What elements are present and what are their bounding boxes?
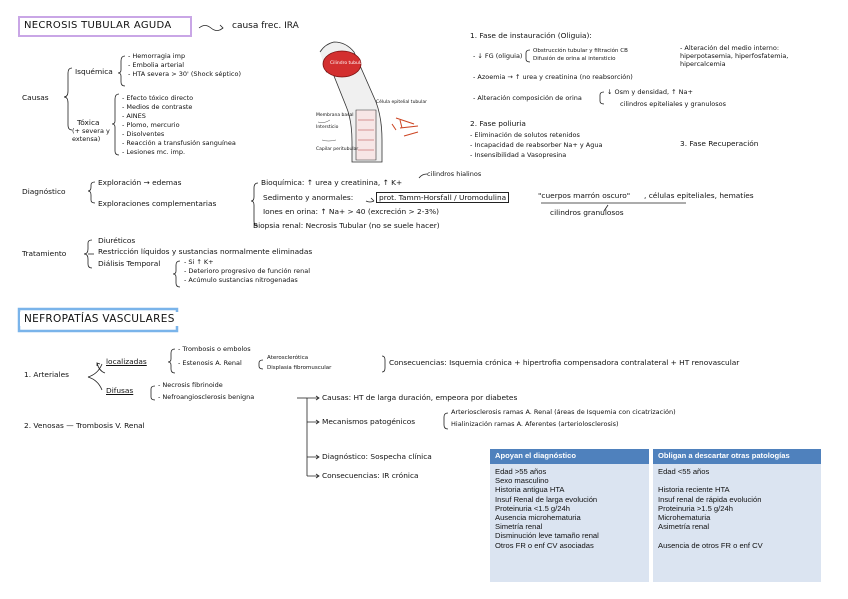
fase1-azoemia: - Azoemia → ↑ urea y creatinina (no reab… bbox=[473, 73, 633, 81]
table-cell bbox=[658, 476, 816, 485]
table-cell: Historia antigua HTA bbox=[495, 485, 565, 495]
diagnostico-label: Diagnóstico bbox=[22, 187, 66, 196]
necrosis-title: NECROSIS TUBULAR AGUDA bbox=[20, 19, 176, 32]
table-cell: Proteinuria <1.5 g/24h bbox=[495, 503, 570, 513]
fase3-title: 3. Fase Recuperación bbox=[680, 139, 759, 148]
fase1-fg: - ↓ FG (oliguia) bbox=[473, 52, 523, 60]
isquemica-item: - Hemorragia imp bbox=[128, 52, 186, 60]
difusas-label: Difusas bbox=[106, 386, 134, 395]
dialisis-item: - Si ↑ K+ bbox=[184, 258, 214, 266]
fase2-item: - Incapacidad de reabsorber Na+ y Agua bbox=[470, 141, 603, 149]
table-cell: Otros FR o enf CV asociadas bbox=[495, 540, 594, 550]
figure-label: Intersticio bbox=[316, 125, 339, 130]
isquemica-item: - Embolia arterial bbox=[128, 61, 185, 69]
table-header: Obligan a descartar otras patologías bbox=[653, 449, 821, 464]
necrosis-subtitle: causa frec. IRA bbox=[232, 21, 299, 31]
fase2-title: 2. Fase poliuria bbox=[470, 119, 526, 128]
fase1-fg-b: Difusión de orina al intersticio bbox=[533, 56, 616, 62]
estenosis-a: Aterosclerótica bbox=[267, 355, 309, 361]
table-cell: Microhematuria bbox=[658, 512, 711, 522]
table-cell: Historia reciente HTA bbox=[658, 485, 730, 495]
tratamiento-item: Diuréticos bbox=[98, 236, 136, 245]
figure-label: Membrana basal bbox=[316, 113, 354, 118]
table-cell: Proteinuria >1.5 g/24h bbox=[658, 503, 733, 513]
biopsia: Biopsia renal: Necrosis Tubular (no se s… bbox=[253, 221, 440, 230]
loc-item: - Trombosis o embolos bbox=[178, 345, 251, 353]
table-cell: Sexo masculino bbox=[495, 476, 549, 486]
figure-label: Capilar peritubular bbox=[316, 147, 359, 152]
dif-item: - Necrosis fibrinoide bbox=[158, 381, 223, 389]
table-cell: Disminución leve tamaño renal bbox=[495, 531, 599, 541]
table-col-descartar: Obligan a descartar otras patologías Eda… bbox=[653, 449, 821, 582]
fase1-alt-a: ↓ Osm y densidad, ↑ Na+ bbox=[607, 88, 693, 96]
toxica-label: Tóxica bbox=[77, 118, 100, 127]
consecuencias-difusas: Consecuencias: IR crónica bbox=[322, 471, 419, 480]
estenosis-b: Displasia fibromuscular bbox=[267, 365, 332, 371]
tratamiento-label: Tratamiento bbox=[22, 249, 67, 258]
table-cell: Asimetría renal bbox=[658, 522, 710, 532]
nefro-title: NEFROPATÍAS VASCULARES bbox=[20, 312, 179, 326]
causas-difusas: Causas: HT de larga duración, empeora po… bbox=[322, 393, 518, 402]
mecanismos-label: Mecanismos patogénicos bbox=[322, 417, 416, 426]
tubule-figure bbox=[317, 41, 419, 163]
venosas-label: 2. Venosas — Trombosis V. Renal bbox=[24, 421, 145, 430]
celulas-epiteliales: , células epiteliales, hematíes bbox=[644, 191, 754, 200]
toxica-item: - AINES bbox=[122, 112, 146, 120]
prot-tamm: prot. Tamm-Horsfall / Uromodulina bbox=[376, 192, 510, 203]
mecanismo-b: Hialinización ramas A. Aferentes (arteri… bbox=[451, 420, 619, 428]
toxica-item: - Lesiones mc. imp. bbox=[122, 148, 186, 156]
bioquimica: Bioquímica: ↑ urea y creatinina, ↑ K+ bbox=[261, 178, 403, 187]
sedimento: Sedimento y anormales: bbox=[263, 193, 354, 202]
figure-label: Cilindro tubular bbox=[330, 61, 365, 66]
tratamiento-item: Restricción líquidos y sustancias normal… bbox=[98, 247, 313, 256]
causas-label: Causas bbox=[22, 93, 49, 102]
fase1-alteracion: - Alteración composición de orina bbox=[473, 94, 582, 102]
arteriales-label: 1. Arteriales bbox=[24, 370, 70, 379]
loc-item: - Estenosis A. Renal bbox=[178, 359, 242, 367]
localizadas-label: localizadas bbox=[106, 357, 147, 366]
toxica-item: - Plomo, mercurio bbox=[122, 121, 180, 129]
isquemica-label: Isquémica bbox=[75, 67, 113, 76]
toxica-item: - Reacción a transfusión sanguínea bbox=[122, 139, 236, 147]
table-cell: Ausencia microhematuria bbox=[495, 512, 581, 522]
dialisis-item: - Acúmulo sustancias nitrogenadas bbox=[184, 276, 298, 284]
fase1-medio: - Alteración del medio interno: hiperpot… bbox=[680, 44, 789, 68]
toxica-item: - Disolventes bbox=[122, 130, 165, 138]
cilindros-hialinos: cilindros hialinos bbox=[427, 170, 482, 178]
toxica-item: - Medios de contraste bbox=[122, 103, 193, 111]
tratamiento-item: Diálisis Temporal bbox=[98, 259, 161, 268]
table-cell: Simetría renal bbox=[495, 522, 543, 532]
table-cell: Insuf renal de rápida evolución bbox=[658, 494, 762, 504]
mecanismo-a: Arteriosclerosis ramas A. Renal (áreas d… bbox=[451, 408, 676, 416]
fase2-item: - Insensibilidad a Vasopresina bbox=[470, 151, 567, 159]
fase1-fg-a: Obstrucción tubular y filtración CB bbox=[533, 48, 628, 54]
toxica-note: (+ severa y extensa) bbox=[72, 127, 110, 143]
iones: Iones en orina: ↑ Na+ > 40 (excreción > … bbox=[263, 207, 440, 216]
table-cell: Edad <55 años bbox=[658, 467, 710, 476]
toxica-item: - Efecto tóxico directo bbox=[122, 94, 194, 102]
diagnostico-difusas: Diagnóstico: Sospecha clínica bbox=[322, 452, 432, 461]
dif-item: - Nefroangiosclerosis benigna bbox=[158, 393, 255, 401]
fase1-alt-b: cilindros epiteliales y granulosos bbox=[620, 100, 726, 108]
figure-label: Célula epitelial tubular bbox=[376, 100, 427, 105]
table-cell bbox=[658, 531, 816, 540]
exploracion: Exploración → edemas bbox=[98, 178, 182, 187]
fase1-title: 1. Fase de instauración (Oliguia): bbox=[470, 31, 592, 40]
table-col-apoyan: Apoyan el diagnóstico Edad >55 años Sexo… bbox=[490, 449, 649, 582]
cuerpos-marron: "cuerpos marrón oscuro" bbox=[538, 191, 631, 200]
table-cell: Edad >55 años bbox=[495, 467, 547, 476]
isquemica-item: - HTA severa > 30' (Shock séptico) bbox=[128, 70, 241, 78]
table-cell: Ausencia de otros FR o enf CV bbox=[658, 540, 763, 550]
table-cell: Insuf Renal de larga evolución bbox=[495, 494, 598, 504]
dialisis-item: - Deterioro progresivo de función renal bbox=[184, 267, 311, 275]
table-header: Apoyan el diagnóstico bbox=[490, 449, 649, 464]
consecuencias-arteriales: Consecuencias: Isquemia crónica + hipert… bbox=[389, 358, 740, 367]
fase2-item: - Eliminación de solutos retenidos bbox=[470, 131, 580, 139]
complementarias: Exploraciones complementarias bbox=[98, 199, 217, 208]
cilindros-granulosos: cilindros granulosos bbox=[550, 208, 624, 217]
